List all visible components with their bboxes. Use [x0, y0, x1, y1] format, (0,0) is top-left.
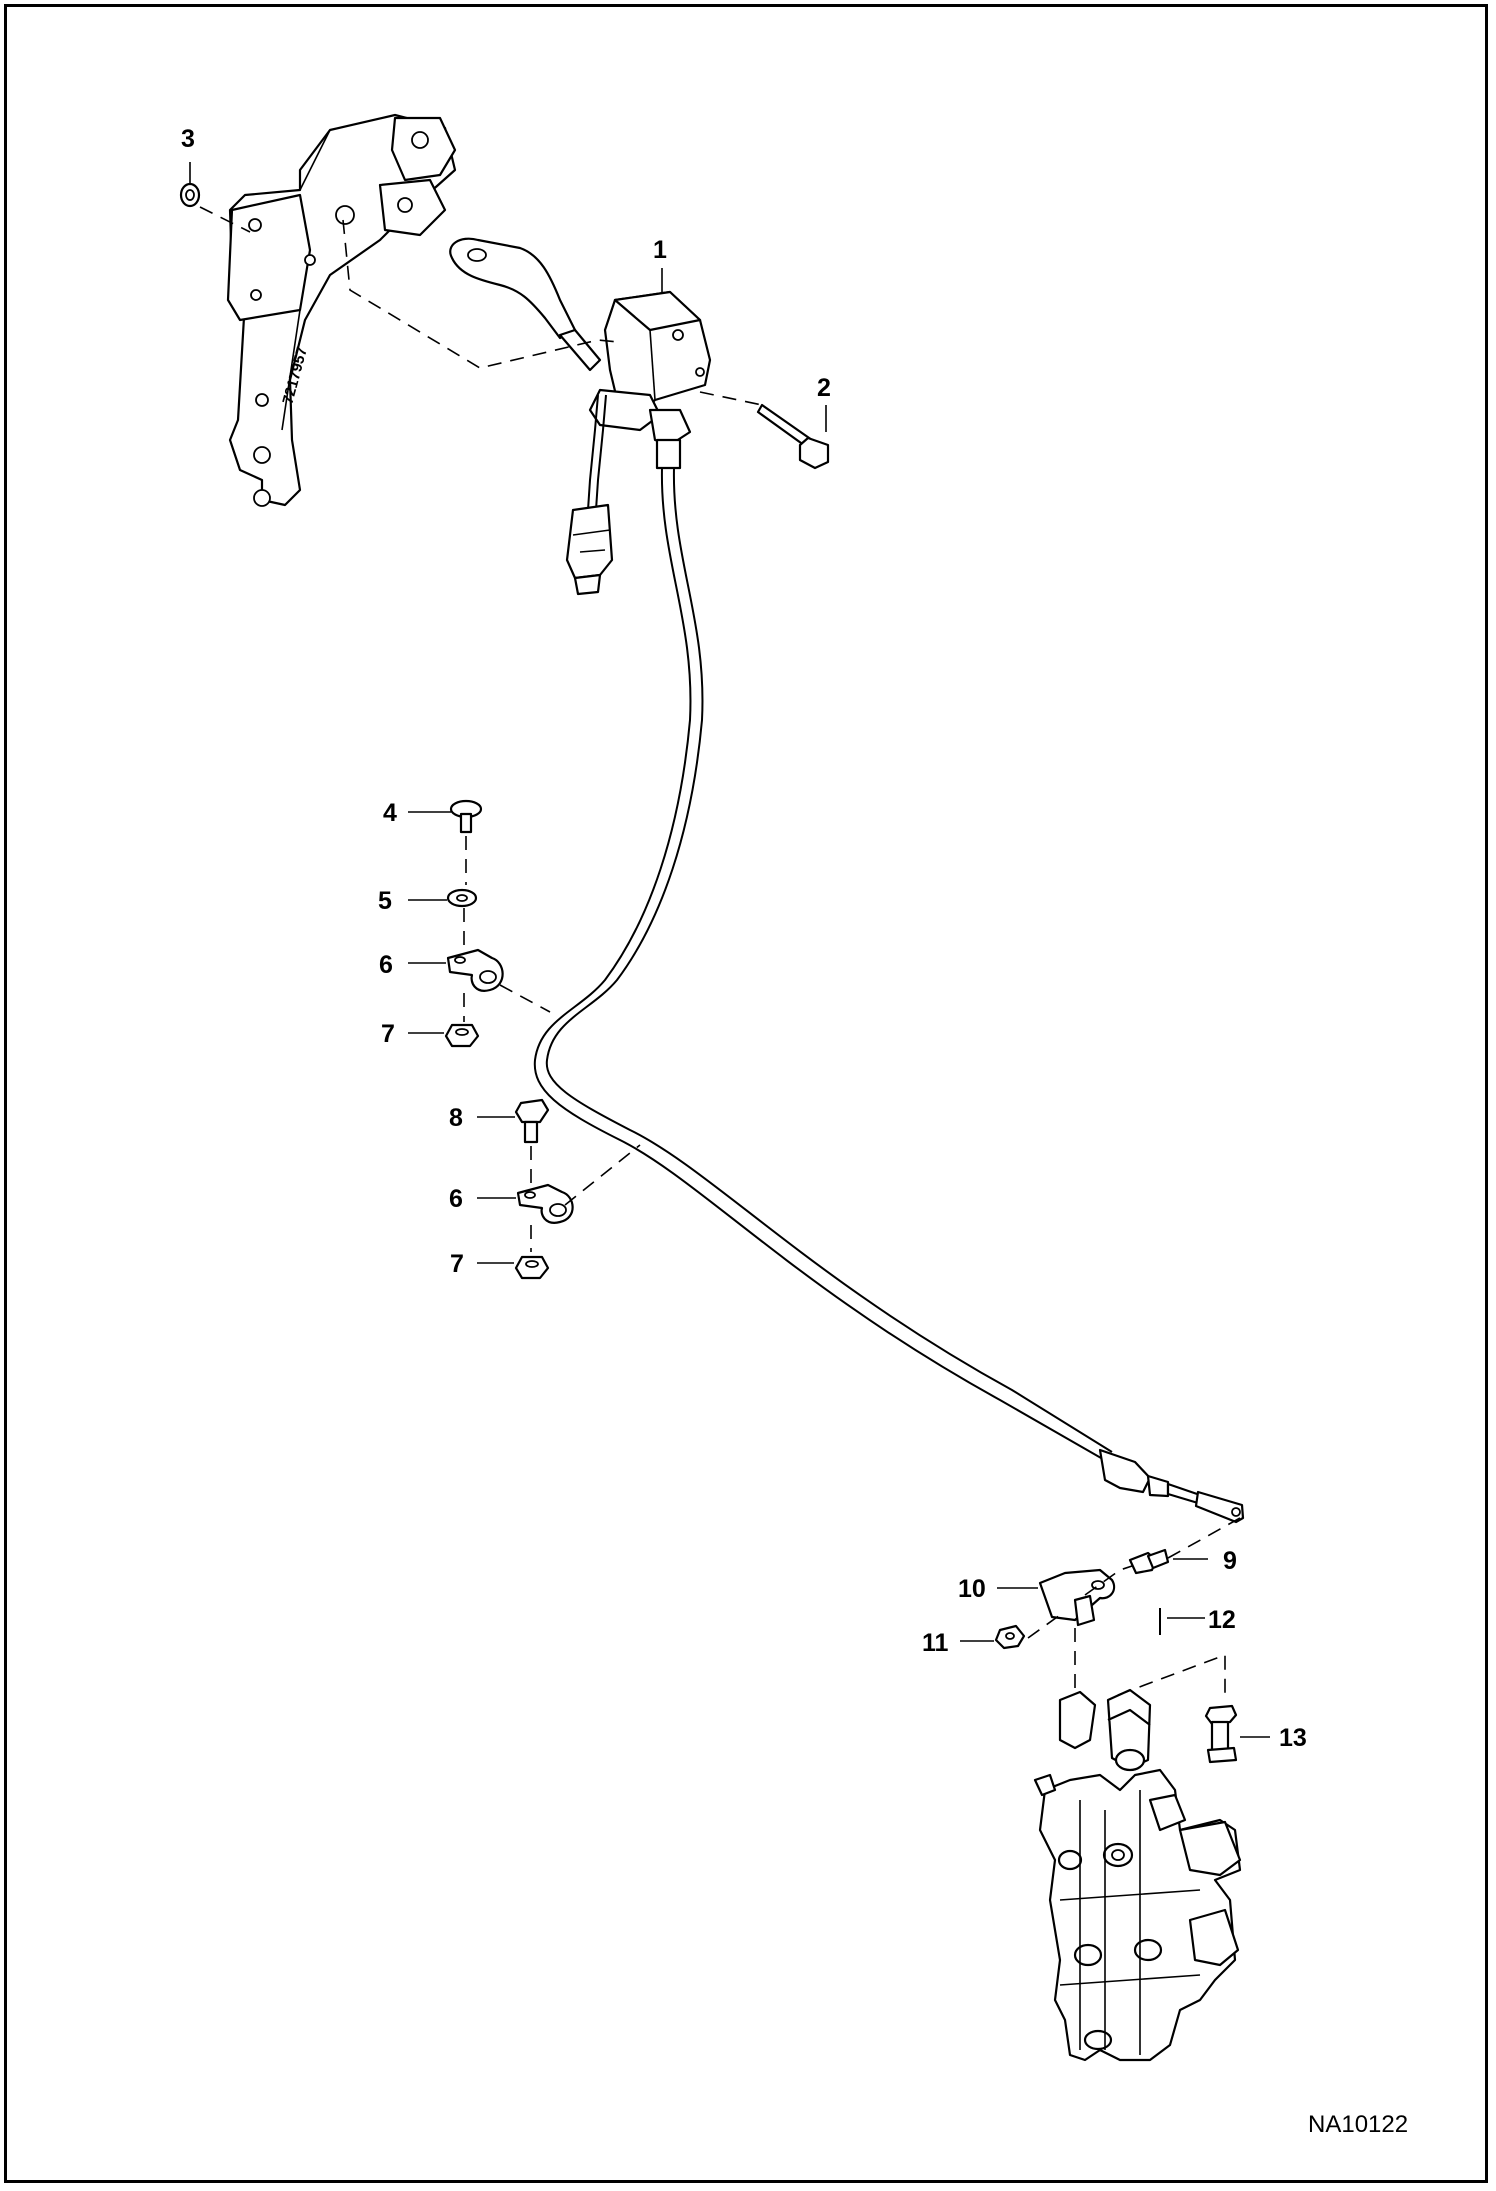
hydraulic-control-valve — [1033, 1688, 1242, 2062]
nut-item-7a — [444, 1023, 480, 1048]
callout-7b: 7 — [450, 1250, 464, 1278]
callout-13: 13 — [1279, 1724, 1307, 1752]
bolt-item-8 — [514, 1098, 550, 1144]
figure-id: NA10122 — [1308, 2111, 1408, 2138]
callout-4: 4 — [383, 799, 397, 827]
bolt-item-2 — [756, 403, 830, 470]
carriage-bolt-item-4 — [449, 799, 483, 834]
callout-labels: 1 2 3 4 5 6 7 8 6 7 9 10 11 12 13 — [181, 125, 1307, 1752]
mounting-bracket: 7217957 — [226, 113, 457, 507]
link-item-10 — [1038, 1568, 1116, 1627]
callout-7a: 7 — [381, 1020, 395, 1048]
callout-6a: 6 — [379, 951, 393, 979]
callout-8: 8 — [449, 1104, 463, 1132]
nut-item-7b — [514, 1255, 550, 1280]
nut-item-11 — [994, 1624, 1026, 1650]
callout-1: 1 — [653, 236, 667, 264]
alignment-lines — [199, 206, 1241, 1700]
callout-12: 12 — [1208, 1606, 1236, 1634]
callout-9: 9 — [1223, 1547, 1237, 1575]
callout-10: 10 — [958, 1575, 986, 1603]
bolt-item-13 — [1204, 1704, 1238, 1764]
callout-2: 2 — [817, 374, 831, 402]
clevis-pin-item-9 — [1128, 1548, 1170, 1575]
callout-3: 3 — [181, 125, 195, 153]
clamp-item-6a — [446, 948, 504, 992]
control-lever-assembly — [449, 237, 712, 596]
clamp-item-6b — [516, 1183, 574, 1224]
washer-item-5 — [446, 888, 478, 908]
push-pull-cable — [533, 467, 1245, 1524]
nut-item-3 — [179, 182, 201, 208]
callout-11: 11 — [922, 1629, 949, 1657]
callout-6b: 6 — [449, 1185, 463, 1213]
leader-lines — [189, 162, 1270, 1738]
callout-5: 5 — [378, 887, 392, 915]
